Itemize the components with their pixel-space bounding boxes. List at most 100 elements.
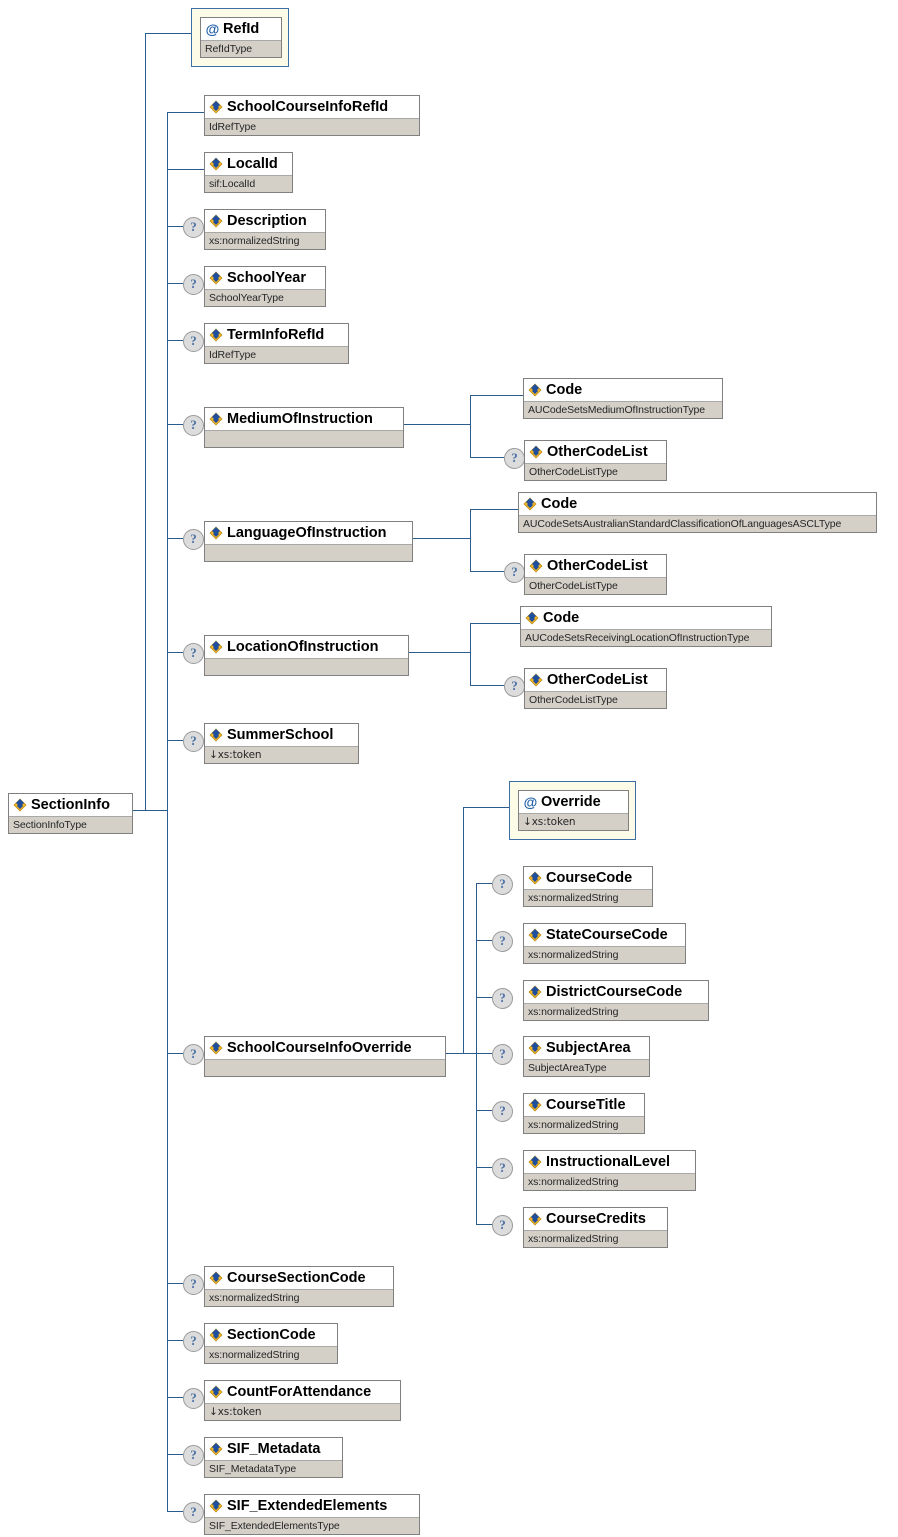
node-medium-of-instruction[interactable]: MediumOfInstruction [204, 407, 404, 448]
connector-language-trunk [470, 509, 471, 572]
optional-marker-course-title: ? [492, 1101, 513, 1122]
node-instructional-level[interactable]: InstructionalLevel xs:normalizedString [523, 1150, 696, 1191]
node-name-row: CourseSectionCode [205, 1267, 393, 1289]
element-diamond-icon [528, 1212, 542, 1226]
node-name-row: SummerSchool [205, 724, 358, 746]
node-type-row: xs:normalizedString [205, 232, 325, 249]
connector-language-code [470, 509, 518, 510]
node-type-row: xs:normalizedString [205, 1289, 393, 1306]
node-description[interactable]: Description xs:normalizedString [204, 209, 326, 250]
optional-marker-location-othercodelist: ? [504, 676, 525, 697]
node-name-row: MediumOfInstruction [205, 408, 403, 430]
element-diamond-icon [529, 445, 543, 459]
node-location-of-instruction[interactable]: LocationOfInstruction [204, 635, 409, 676]
node-summer-school[interactable]: SummerSchool ↓xs:token [204, 723, 359, 764]
node-section-info[interactable]: SectionInfo SectionInfoType [8, 793, 133, 834]
node-medium-code[interactable]: Code AUCodeSetsMediumOfInstructionType [523, 378, 723, 419]
node-medium-othercodelist[interactable]: OtherCodeList OtherCodeListType [524, 440, 667, 481]
node-course-credits[interactable]: CourseCredits xs:normalizedString [523, 1207, 668, 1248]
node-section-code[interactable]: SectionCode xs:normalizedString [204, 1323, 338, 1364]
node-location-code[interactable]: Code AUCodeSetsReceivingLocationOfInstru… [520, 606, 772, 647]
node-label: SubjectArea [546, 1040, 631, 1056]
node-label: SIF_ExtendedElements [227, 1498, 388, 1514]
element-diamond-icon [13, 798, 27, 812]
node-name-row: CourseTitle [524, 1094, 644, 1116]
node-label: CountForAttendance [227, 1384, 372, 1400]
node-language-othercodelist[interactable]: OtherCodeList OtherCodeListType [524, 554, 667, 595]
connector-elem-5 [167, 340, 183, 341]
connector-language-othercodelist [470, 571, 504, 572]
node-course-code[interactable]: CourseCode xs:normalizedString [523, 866, 653, 907]
element-diamond-icon [209, 1385, 223, 1399]
node-refid[interactable]: @ RefId RefIdType [200, 17, 282, 58]
node-label: Description [227, 213, 307, 229]
connector-elem-3 [167, 226, 183, 227]
node-name-row: LocationOfInstruction [205, 636, 408, 658]
node-type-row: OtherCodeListType [525, 463, 666, 480]
connector-elem-4 [167, 283, 183, 284]
connector-elem-8 [167, 652, 183, 653]
node-course-section-code[interactable]: CourseSectionCode xs:normalizedString [204, 1266, 394, 1307]
optional-marker-subject-area: ? [492, 1044, 513, 1065]
node-district-course-code[interactable]: DistrictCourseCode xs:normalizedString [523, 980, 709, 1021]
connector-elem-7 [167, 538, 183, 539]
element-diamond-icon [529, 559, 543, 573]
element-diamond-icon [209, 640, 223, 654]
node-label: OtherCodeList [547, 558, 648, 574]
node-school-year[interactable]: SchoolYear SchoolYearType [204, 266, 326, 307]
node-school-course-info-refid[interactable]: SchoolCourseInfoRefId IdRefType [204, 95, 420, 136]
node-location-othercodelist[interactable]: OtherCodeList OtherCodeListType [524, 668, 667, 709]
node-label: Code [543, 610, 580, 626]
optional-marker-section-code: ? [183, 1331, 204, 1352]
connector-root-stub [133, 810, 168, 811]
node-local-id[interactable]: LocalId sif:LocalId [204, 152, 293, 193]
node-name-row: SectionCode [205, 1324, 337, 1346]
element-diamond-icon [529, 673, 543, 687]
node-label: StateCourseCode [546, 927, 668, 943]
node-type-row: ↓xs:token [205, 746, 358, 763]
node-label: LanguageOfInstruction [227, 525, 387, 541]
optional-marker-sif-metadata: ? [183, 1445, 204, 1466]
node-school-course-info-override[interactable]: SchoolCourseInfoOverride [204, 1036, 446, 1077]
node-name-row: LanguageOfInstruction [205, 522, 412, 544]
node-name-row: OtherCodeList [525, 441, 666, 463]
element-diamond-icon [525, 611, 539, 625]
connector-elem-14 [167, 1454, 183, 1455]
node-type-row: AUCodeSetsMediumOfInstructionType [524, 401, 722, 418]
node-language-code[interactable]: Code AUCodeSetsAustralianStandardClassif… [518, 492, 877, 533]
node-type-row: xs:normalizedString [524, 1230, 667, 1247]
node-label: LocalId [227, 156, 278, 172]
node-language-of-instruction[interactable]: LanguageOfInstruction [204, 521, 413, 562]
connector-override-child-6 [476, 1167, 492, 1168]
node-type-row: SchoolYearType [205, 289, 325, 306]
connector-override-out [446, 1053, 476, 1054]
connector-override-child-4 [476, 1053, 492, 1054]
node-subject-area[interactable]: SubjectArea SubjectAreaType [523, 1036, 650, 1077]
node-label: SchoolYear [227, 270, 306, 286]
optional-marker-course-section-code: ? [183, 1274, 204, 1295]
node-override[interactable]: @ Override ↓xs:token [518, 790, 629, 831]
connector-elem-10 [167, 1053, 183, 1054]
node-count-for-attendance[interactable]: CountForAttendance ↓xs:token [204, 1380, 401, 1421]
element-diamond-icon [528, 871, 542, 885]
node-term-info-refid[interactable]: TermInfoRefId IdRefType [204, 323, 349, 364]
node-name-row: OtherCodeList [525, 555, 666, 577]
node-name-row: DistrictCourseCode [524, 981, 708, 1003]
node-sif-metadata[interactable]: SIF_Metadata SIF_MetadataType [204, 1437, 343, 1478]
node-sif-extended-elements[interactable]: SIF_ExtendedElements SIF_ExtendedElement… [204, 1494, 420, 1535]
node-state-course-code[interactable]: StateCourseCode xs:normalizedString [523, 923, 686, 964]
element-diamond-icon [209, 271, 223, 285]
connector-elem-9 [167, 740, 183, 741]
node-course-title[interactable]: CourseTitle xs:normalizedString [523, 1093, 645, 1134]
node-name-row: SchoolYear [205, 267, 325, 289]
node-name-row: Description [205, 210, 325, 232]
node-label: SchoolCourseInfoOverride [227, 1040, 412, 1056]
node-label: Override [541, 794, 601, 810]
node-name-row: Code [521, 607, 771, 629]
connector-location-trunk [470, 623, 471, 686]
connector-element-trunk [167, 112, 168, 1512]
connector-override-child-5 [476, 1110, 492, 1111]
node-label: Code [546, 382, 583, 398]
node-label: MediumOfInstruction [227, 411, 373, 427]
node-name-row: @ Override [519, 791, 628, 813]
